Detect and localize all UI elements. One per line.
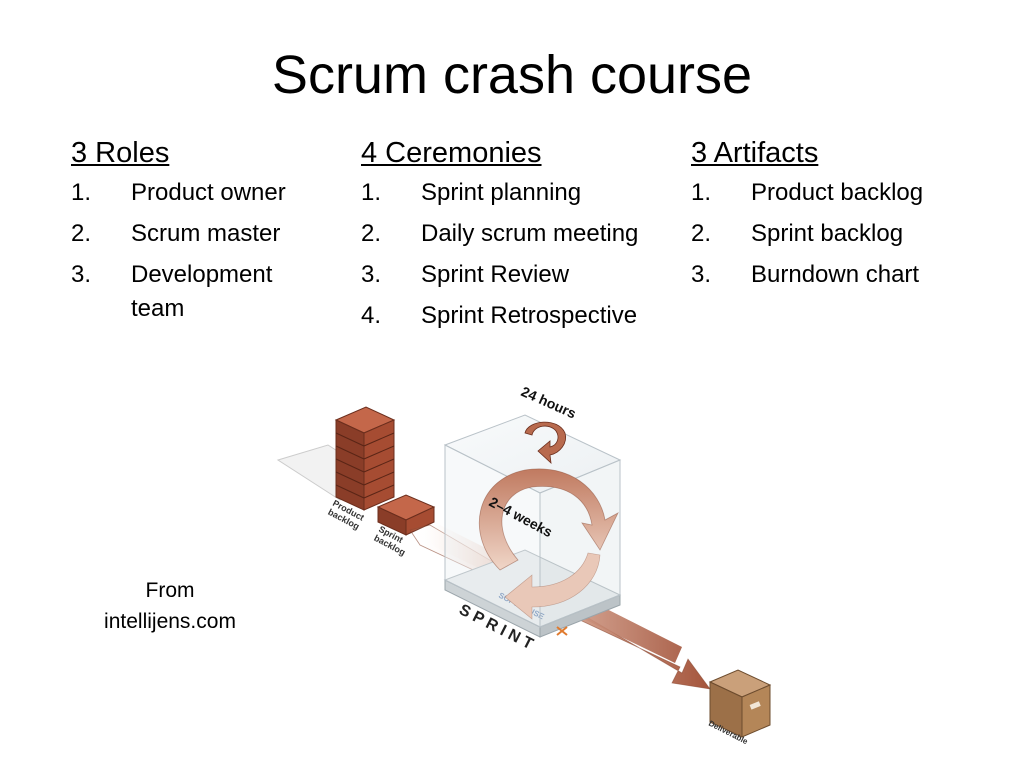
daily-loop-arrow [524,421,567,465]
sprint-backlog-block [376,494,436,536]
roles-list: 1. Product owner 2. Scrum master 3. Deve… [71,176,321,326]
list-text: Product backlog [751,179,924,206]
list-text: Scrum master [131,220,281,247]
list-text: Sprint planning [421,179,582,206]
list-number: 4. [361,302,382,329]
list-text: Sprint backlog [751,220,904,247]
roles-heading: 3 Roles [71,137,170,169]
list-item: 2. Scrum master [71,217,321,251]
sprint-loop-arrow [478,468,619,571]
product-backlog-stack [334,406,396,511]
list-text: Development team [131,261,273,322]
artifacts-heading: 3 Artifacts [691,137,819,169]
list-item: 1. Sprint planning [361,176,671,210]
artifacts-column: 3 Artifacts 1. Product backlog 2. Sprint… [691,134,991,299]
list-text: Sprint Review [421,261,570,288]
scrum-process-diagram: Product backlog Sprint backlog SOFTHOUSE [276,383,772,746]
list-number: 3. [691,261,712,288]
ceremonies-column: 4 Ceremonies 1. Sprint planning 2. Daily… [361,134,671,340]
list-item: 3. Development team [71,258,321,326]
list-item: 4. Sprint Retrospective [361,299,671,333]
list-text: Product owner [131,179,286,206]
list-item: 3. Burndown chart [691,258,991,292]
source-credit: From intellijens.com [70,575,270,637]
list-number: 1. [361,179,382,206]
ceremonies-list: 1. Sprint planning 2. Daily scrum meetin… [361,176,671,333]
list-number: 1. [691,179,712,206]
list-text: Sprint Retrospective [421,302,638,329]
list-number: 2. [71,220,92,247]
list-item: 1. Product backlog [691,176,991,210]
ceremonies-heading: 4 Ceremonies [361,137,542,169]
artifacts-list: 1. Product backlog 2. Sprint backlog 3. … [691,176,991,292]
list-item: 3. Sprint Review [361,258,671,292]
list-number: 3. [361,261,382,288]
roles-column: 3 Roles 1. Product owner 2. Scrum master… [71,134,321,333]
list-number: 2. [691,220,712,247]
deliverable-box [708,669,772,738]
slide-title: Scrum crash course [271,45,753,105]
list-text: Daily scrum meeting [421,220,639,247]
source-line-site: intellijens.com [104,610,236,633]
sprint-loop-tail [504,552,601,620]
softhouse-logo-icon [556,626,568,636]
list-item: 2. Daily scrum meeting [361,217,671,251]
list-number: 1. [71,179,92,206]
source-line-from: From [145,579,195,602]
list-number: 2. [361,220,382,247]
list-number: 3. [71,261,92,288]
list-text: Burndown chart [751,261,920,288]
list-item: 2. Sprint backlog [691,217,991,251]
list-item: 1. Product owner [71,176,321,210]
